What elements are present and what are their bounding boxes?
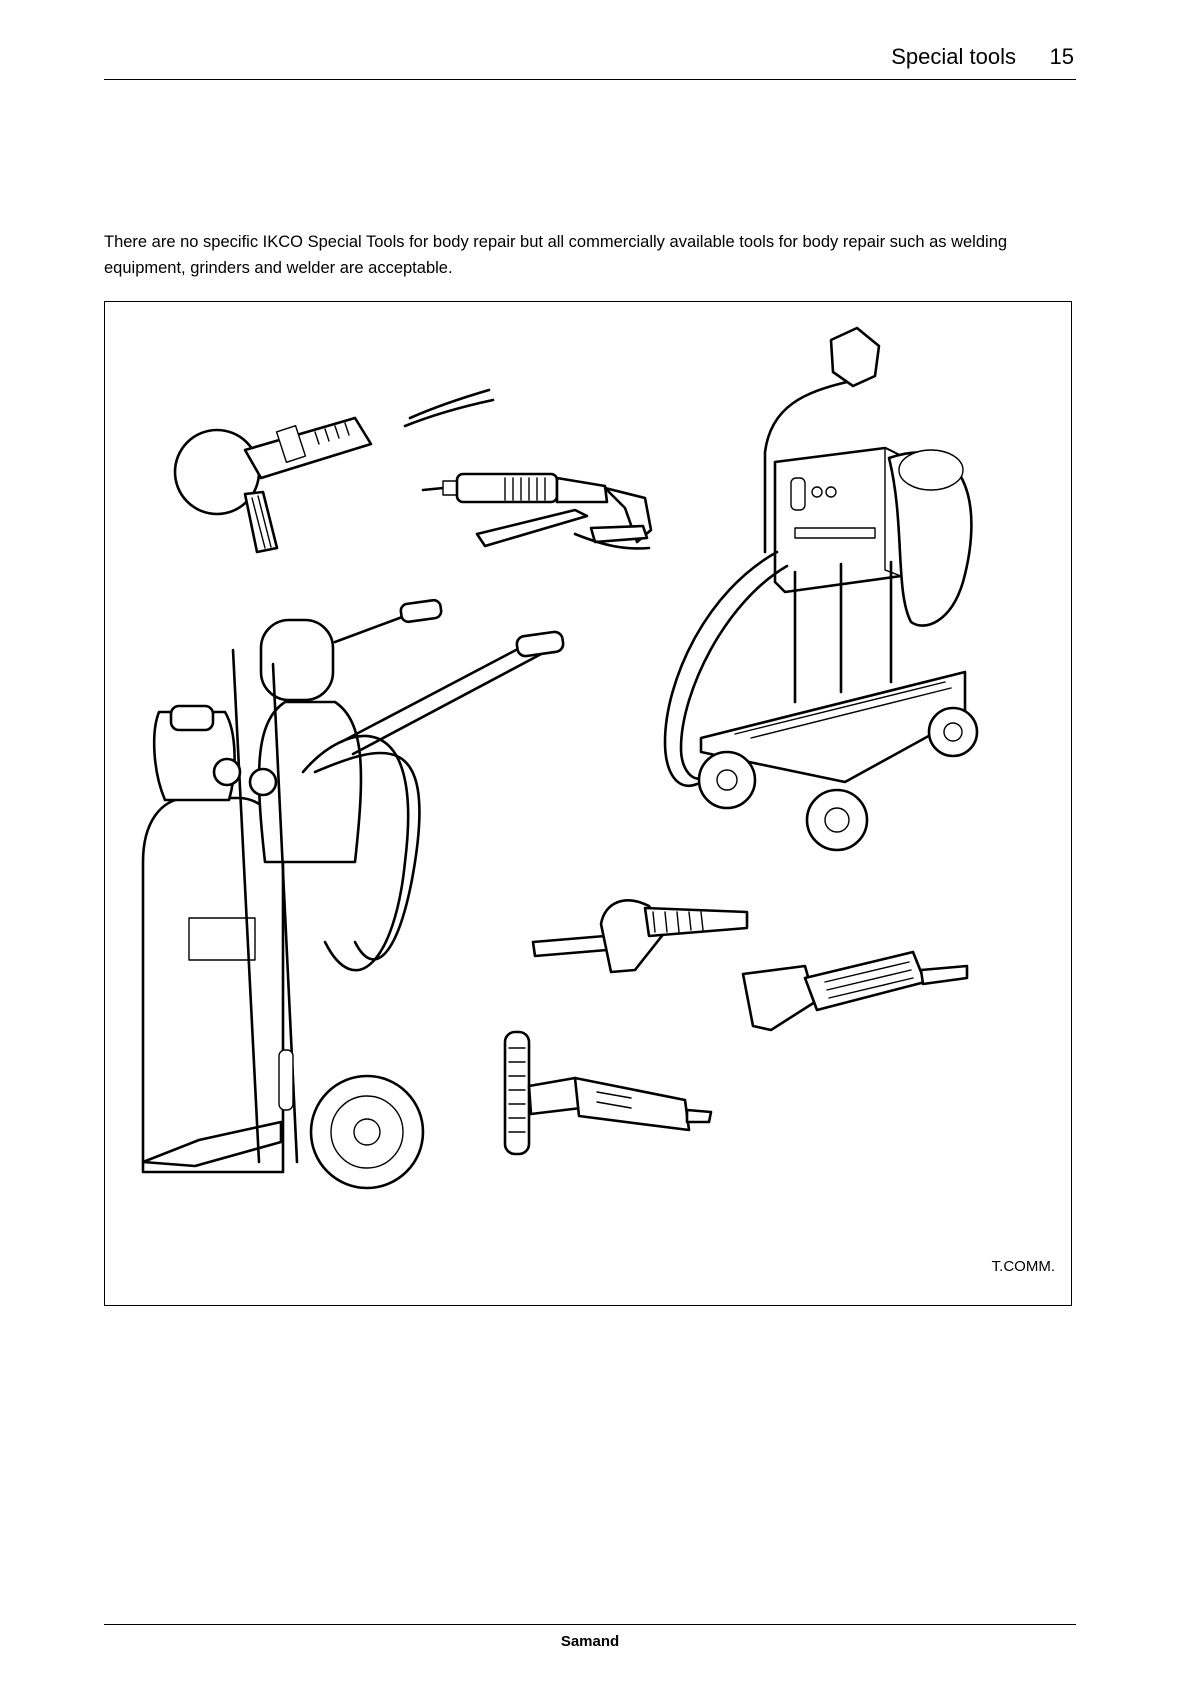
tools-figure: T.COMM. <box>104 301 1072 1306</box>
spot-welding-gun-icon <box>423 474 651 548</box>
page-footer: Samand <box>104 1624 1076 1625</box>
belt-sander-icon <box>533 900 747 972</box>
disc-sander-icon <box>175 390 493 552</box>
angle-disc-grinder-icon <box>505 1032 711 1154</box>
page-number: 15 <box>1050 44 1074 70</box>
section-title: Special tools <box>891 44 1016 70</box>
mig-welder-cart-icon <box>665 328 977 850</box>
cut-off-grinder-icon <box>743 952 967 1030</box>
footer-brand: Samand <box>104 1633 1076 1650</box>
page-header: Special tools 15 <box>104 44 1076 80</box>
tools-illustration <box>105 302 1071 1305</box>
figure-caption: T.COMM. <box>992 1258 1055 1275</box>
intro-paragraph: There are no specific IKCO Special Tools… <box>104 229 1064 281</box>
gas-welding-cart-icon <box>143 599 564 1188</box>
